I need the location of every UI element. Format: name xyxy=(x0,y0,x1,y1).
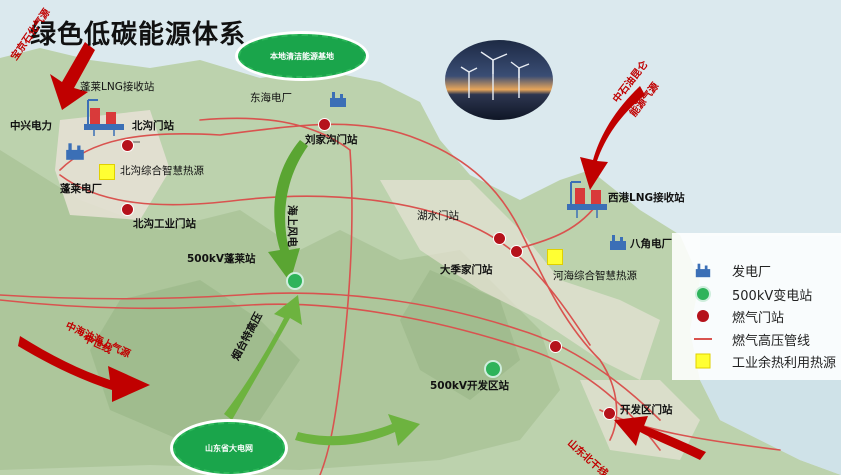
label-beigou-industrial: 北沟工业门站 xyxy=(133,218,196,230)
gas-gate-middle xyxy=(549,340,562,353)
pipeline-west-2 xyxy=(0,299,661,451)
gas-pipeline-network xyxy=(0,117,781,475)
page-title: 绿色低碳能源体系 xyxy=(30,20,247,50)
gas-gate-beigou-industrial xyxy=(121,203,134,216)
lng-terminal-icon xyxy=(567,181,607,218)
legend-label-power-plant: 发电厂 xyxy=(732,264,772,280)
arrow-zhongshiyou xyxy=(580,86,645,190)
label-liujiagou-gate: 刘家沟门站 xyxy=(305,134,358,146)
label-penglai-power: 蓬莱电厂 xyxy=(60,183,102,195)
label-donghai-power: 东海电厂 xyxy=(250,92,292,104)
substation-icon xyxy=(695,286,711,302)
power-plant-icon xyxy=(66,143,84,160)
legend-row-industrial-heat: 工业余热利用热源 xyxy=(694,351,836,371)
legend-label-gas-gate: 燃气门站 xyxy=(732,310,785,326)
gas-gate-icon xyxy=(697,310,709,322)
label-hehai-heat: 河海综合智慧热源 xyxy=(553,270,637,282)
label-dajijia-gate: 大季家门站 xyxy=(440,264,493,276)
legend-label-industrial-heat: 工业余热利用热源 xyxy=(732,355,837,371)
lng-terminal-icon xyxy=(84,99,124,136)
label-haishang-road: 海上风电 xyxy=(286,205,298,247)
gas-gate-hushui xyxy=(493,232,506,245)
power-plant-icon xyxy=(610,235,626,250)
pipeline-main-1 xyxy=(59,123,618,441)
pipeline-east-1 xyxy=(599,409,781,451)
arrow-clean-energy-down xyxy=(268,140,308,282)
map-legend: 发电厂 500kV变电站 燃气门站 燃气高压管线 工业余热利用热源 xyxy=(672,233,841,380)
gas-gate-liujiagou xyxy=(318,118,331,131)
offshore-wind-photo xyxy=(445,40,553,120)
gas-gate-beigou xyxy=(121,139,134,152)
pipeline-west-1 xyxy=(0,292,661,421)
power-plant-icon xyxy=(330,92,346,107)
legend-label-gas-pipeline: 燃气高压管线 xyxy=(732,333,811,349)
label-bajiao-power: 八角电厂 xyxy=(630,238,672,250)
legend-row-power-plant: 发电厂 xyxy=(694,260,771,280)
legend-label-substation: 500kV变电站 xyxy=(732,288,813,304)
arrow-zhonghai xyxy=(18,336,150,402)
label-penglai-lng: 蓬莱LNG接收站 xyxy=(80,81,155,93)
label-kaifa-gate: 开发区门站 xyxy=(620,404,673,416)
heat-source-beigou xyxy=(99,164,115,180)
label-beigou-gate: 北沟门站 xyxy=(132,120,174,132)
arrow-shandong-north xyxy=(614,416,706,460)
legend-row-gas-pipeline: 燃气高压管线 xyxy=(694,329,810,349)
pipeline-main-2 xyxy=(59,174,591,346)
label-hushui-gate: 湖水门站 xyxy=(417,210,459,222)
pipeline-north-link xyxy=(199,117,351,151)
gas-gate-kaifa xyxy=(603,407,616,420)
label-xigang-lng: 西港LNG接收站 xyxy=(608,192,685,204)
power-plant-icon xyxy=(695,263,711,278)
heat-source-icon xyxy=(695,353,711,369)
gas-gate-dajijia xyxy=(510,245,523,258)
substation-kaifa xyxy=(484,360,502,378)
legend-row-substation: 500kV变电站 xyxy=(694,284,812,304)
shandong-grid-oval: 山东省大电网 xyxy=(173,422,285,474)
label-beigou-heat: 北沟综合智慧热源 xyxy=(120,165,204,177)
label-zhongxing: 中兴电力 xyxy=(10,120,52,132)
heat-source-hehai xyxy=(547,249,563,265)
clean-energy-base-oval: 本地清洁能源基地 xyxy=(238,34,366,78)
label-sub-kaifa: 500kV开发区站 xyxy=(430,380,510,392)
substation-penglai xyxy=(286,272,304,290)
pipeline-line-icon xyxy=(694,338,712,340)
arrow-baojing xyxy=(50,42,95,110)
arrow-grid-up xyxy=(224,295,302,420)
legend-row-gas-gate: 燃气门站 xyxy=(694,306,784,326)
label-sub-penglai: 500kV蓬莱站 xyxy=(187,253,256,265)
arrow-grid-east xyxy=(295,414,420,446)
